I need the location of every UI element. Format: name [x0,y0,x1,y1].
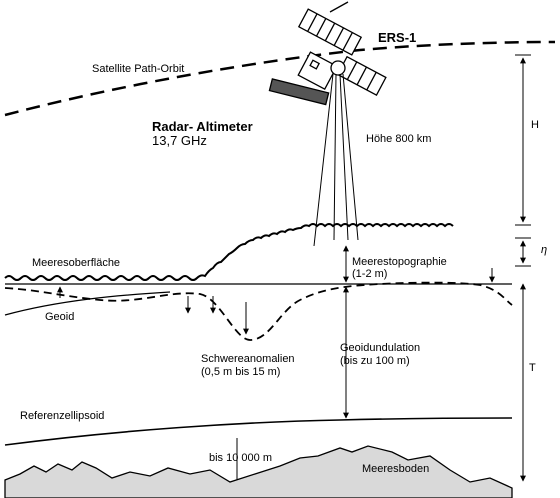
geoid-solid-curve [4,291,171,316]
satellite-name: ERS-1 [378,30,417,45]
reference-ellipsoid-label: Referenzellipsoid [20,410,105,422]
reference-ellipsoid-line [4,417,513,446]
sea-topography-label: Meerestopographie [352,256,447,268]
satellite-icon [268,1,387,106]
height-dimension [515,54,531,226]
sea-topography-range: (1-2 m) [352,268,388,280]
eta-dimension [515,237,531,267]
geoid-label: Geoid [45,311,75,323]
geoid-undulation-label: Geoidundulation [340,342,421,354]
satellite-path-label: Satellite Path-Orbit [92,63,185,75]
radar-frequency-label: 13,7 GHz [152,133,207,148]
depth-label: bis 10 000 m [209,452,272,464]
sea-surface-line [4,223,454,281]
sea-floor-label: Meeresboden [362,463,430,475]
sea-surface-label: Meeresoberfläche [32,257,121,269]
radar-altimeter-label: Radar- Altimeter [152,119,253,134]
geoid-undulation-range: (bis zu 100 m) [340,355,410,367]
radar-beam [313,73,359,247]
geoid-arrows [57,268,495,335]
height-symbol: H [531,119,539,131]
orbit-height-label: Höhe 800 km [366,133,432,145]
gravity-anomaly-range: (0,5 m bis 15 m) [201,366,281,378]
satellite-orbit-line [4,40,556,117]
geoid-line [4,281,513,341]
eta-symbol: η [541,244,548,256]
gravity-anomaly-label: Schwereanomalien [201,353,295,365]
sea-floor-shape [4,445,513,498]
depth-symbol: T [529,362,536,374]
